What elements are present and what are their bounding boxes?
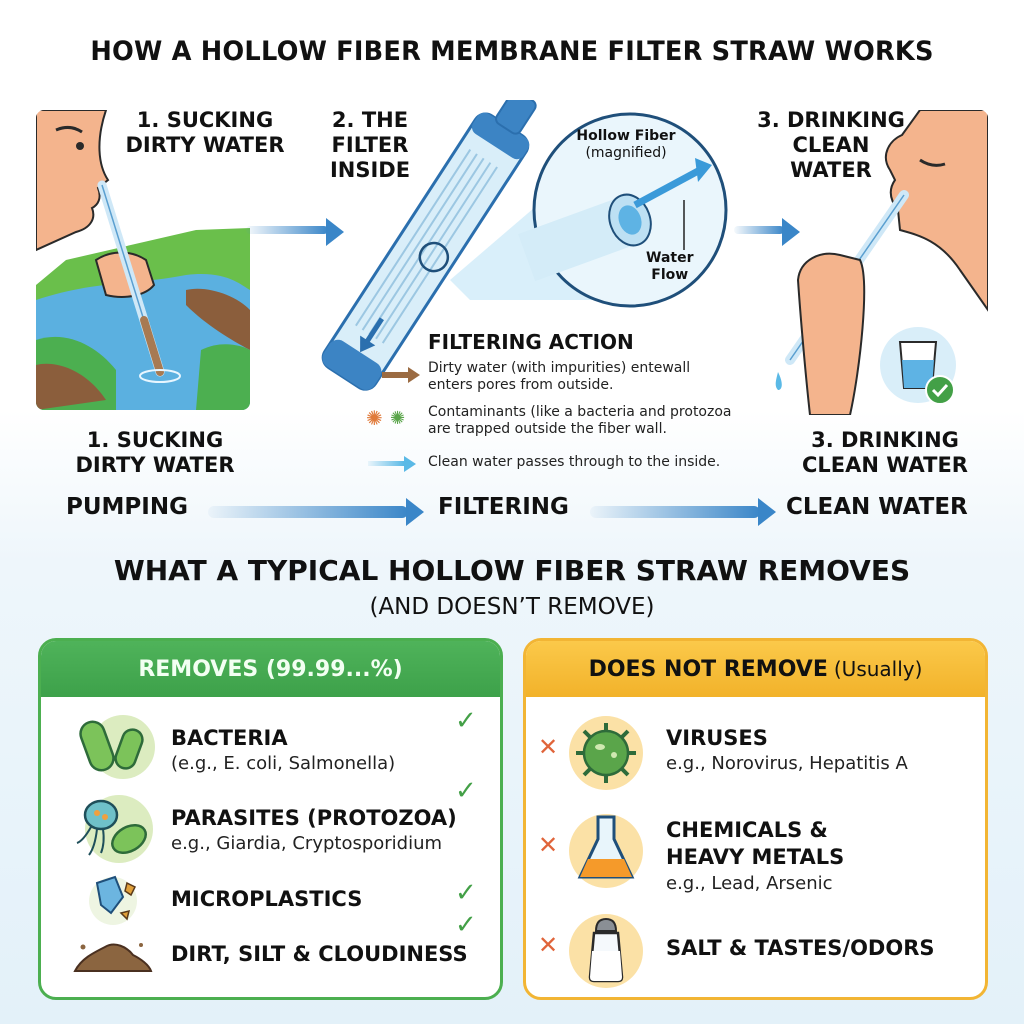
bacteria-icon bbox=[79, 715, 155, 779]
removes-item-dirt: DIRT, SILT & CLOUDINESS ✓ bbox=[41, 909, 500, 975]
not-removes-item-viruses: ✕ VIRUSES e.g., Norovirus, Hepatitis A bbox=[526, 705, 985, 797]
page-title: HOW A HOLLOW FIBER MEMBRANE FILTER STRAW… bbox=[90, 36, 934, 67]
not-removes-panel: DOES NOT REMOVE (Usually) ✕ VIRUSES e.g.… bbox=[523, 638, 988, 1000]
person-drinking-illustration bbox=[775, 110, 988, 415]
flow-pumping: PUMPING bbox=[66, 494, 188, 520]
cross-icon: ✕ bbox=[538, 932, 559, 959]
step1-bottom-label: 1. SUCKING DIRTY WATER bbox=[75, 428, 235, 477]
step3-scene bbox=[770, 110, 988, 415]
chemicals-name: CHEMICALS & HEAVY METALS bbox=[666, 818, 845, 869]
person-sucking-straw-illustration bbox=[36, 110, 250, 410]
not-removes-item-salt: ✕ SALT & TASTES/ODORS bbox=[526, 907, 985, 991]
blue-arrow-icon bbox=[368, 461, 404, 466]
water-flow-label: Water Flow bbox=[646, 250, 694, 283]
filtering-action-title: FILTERING ACTION bbox=[428, 330, 634, 354]
flow-filtering: FILTERING bbox=[438, 494, 569, 520]
check-icon: ✓ bbox=[455, 705, 477, 735]
not-removes-item-chemicals: ✕ CHEMICALS & HEAVY METALS e.g., Lead, A… bbox=[526, 801, 985, 911]
removes-item-parasites: PARASITES (PROTOZOA) e.g., Giardia, Cryp… bbox=[41, 775, 500, 871]
not-removes-header: DOES NOT REMOVE (Usually) bbox=[526, 641, 985, 697]
parasite-icon bbox=[76, 795, 153, 863]
filtering-action-item-3: Clean water passes through to the inside… bbox=[368, 454, 770, 472]
salt-shaker-icon bbox=[569, 914, 643, 988]
check-icon: ✓ bbox=[455, 775, 477, 805]
section2-subtitle: (AND DOESN’T REMOVE) bbox=[369, 594, 655, 620]
step2-top-label: 2. THE FILTER INSIDE bbox=[329, 108, 411, 182]
brown-arrow-head-icon bbox=[408, 367, 420, 383]
process-flow: PUMPING FILTERING CLEAN WATER bbox=[0, 494, 1024, 534]
check-icon: ✓ bbox=[455, 909, 477, 939]
step3-bottom-label: 3. DRINKING CLEAN WATER bbox=[802, 428, 968, 477]
flow-arrow-1 bbox=[208, 498, 424, 526]
brown-arrow-icon bbox=[382, 372, 410, 378]
microplastics-icon bbox=[89, 875, 137, 925]
filter-straw-illustration bbox=[321, 100, 728, 391]
section2-title: WHAT A TYPICAL HOLLOW FIBER STRAW REMOVE… bbox=[113, 554, 911, 587]
blue-arrow-head-icon bbox=[404, 456, 416, 472]
microbe-icon-2: ✺ bbox=[390, 408, 406, 428]
microbe-icon: ✺ bbox=[366, 408, 383, 430]
filtering-action-item-1: Dirty water (with impurities) entewall e… bbox=[380, 360, 770, 394]
dirt-icon bbox=[73, 943, 153, 972]
filtering-action-item-2: ✺ ✺ Contaminants (like a bacteria and pr… bbox=[366, 404, 732, 437]
flow-clean-water: CLEAN WATER bbox=[786, 494, 968, 520]
step1-scene bbox=[36, 110, 250, 410]
cross-icon: ✕ bbox=[538, 734, 559, 761]
step1-top-label: 1. SUCKING DIRTY WATER bbox=[125, 108, 285, 157]
flow-arrow-2 bbox=[590, 498, 776, 526]
step-arrow-1 bbox=[246, 218, 344, 246]
magnifier-label: Hollow Fiber (magnified) bbox=[576, 128, 676, 161]
removes-item-microplastics: MICROPLASTICS ✓ bbox=[41, 875, 500, 925]
removes-item-bacteria: BACTERIA (e.g., E. coli, Salmonella) ✓ bbox=[41, 701, 500, 781]
removes-panel: REMOVES (99.99...%) BACTERIA (e.g., E. c… bbox=[38, 638, 503, 1000]
flask-icon bbox=[569, 814, 643, 888]
check-icon: ✓ bbox=[455, 877, 477, 907]
removes-header: REMOVES (99.99...%) bbox=[41, 641, 500, 697]
step-arrow-2 bbox=[734, 218, 800, 246]
virus-icon bbox=[569, 716, 643, 790]
cross-icon: ✕ bbox=[538, 832, 559, 859]
step3-top-label: 3. DRINKING CLEAN WATER bbox=[757, 108, 905, 182]
